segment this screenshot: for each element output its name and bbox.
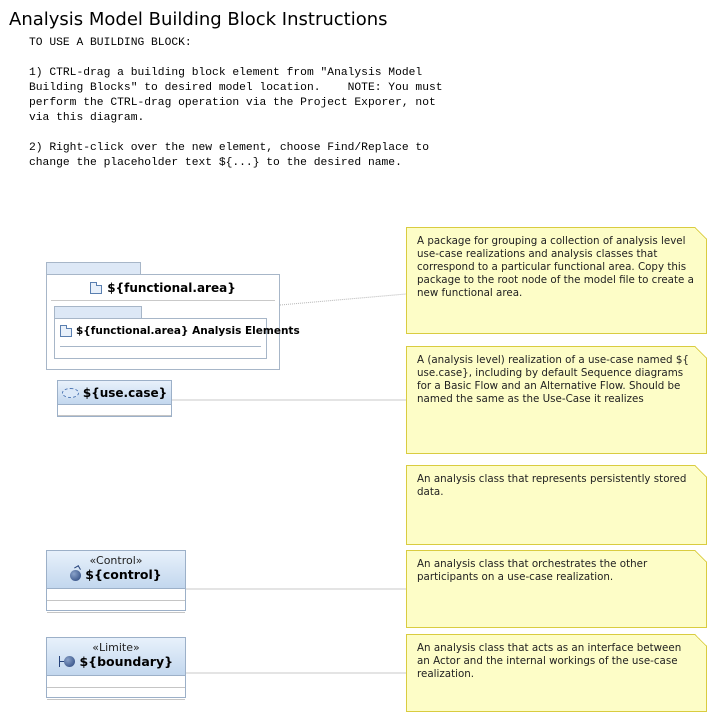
folder-icon — [90, 281, 103, 294]
boundary-note[interactable]: An analysis class that acts as an interf… — [406, 634, 707, 712]
package-name: ${functional.area} — [107, 281, 236, 295]
attributes-compartment — [47, 676, 185, 688]
control-stereotype: «Control» — [89, 554, 143, 567]
instructions-text: TO USE A BUILDING BLOCK: 1) CTRL-drag a … — [29, 37, 443, 169]
package-note[interactable]: A package for grouping a collection of a… — [406, 227, 707, 334]
nested-package-header: ${functional.area} Analysis Elements — [60, 324, 300, 337]
control-icon — [70, 570, 82, 581]
use-case-name: ${use.case} — [82, 385, 168, 400]
boundary-stereotype: «Limite» — [92, 641, 140, 654]
boundary-name-row: ${boundary} — [47, 654, 185, 669]
boundary-icon — [58, 656, 76, 667]
nested-package-name: ${functional.area} Analysis Elements — [76, 325, 300, 337]
control-note[interactable]: An analysis class that orchestrates the … — [406, 550, 707, 628]
connector-package-note — [279, 293, 407, 306]
control-name-row: ${control} — [47, 567, 185, 582]
nested-package-tab — [54, 306, 142, 319]
package-header: ${functional.area} — [47, 275, 279, 301]
boundary-class-name: ${boundary} — [79, 654, 174, 669]
attributes-compartment — [47, 589, 185, 601]
entity-note[interactable]: An analysis class that represents persis… — [406, 465, 707, 545]
control-class-name: ${control} — [85, 567, 162, 582]
analysis-elements-package[interactable]: ${functional.area} Analysis Elements — [54, 318, 300, 359]
operations-compartment — [47, 688, 185, 700]
use-case-note[interactable]: A (analysis level) realization of a use-… — [406, 346, 707, 454]
package-tab — [46, 262, 141, 275]
boundary-class-header: «Limite» ${boundary} — [47, 638, 185, 676]
operations-compartment — [47, 601, 185, 613]
use-case-compartment — [58, 405, 171, 416]
package-separator — [51, 300, 275, 301]
functional-area-package[interactable]: ${functional.area} ${functional.area} An… — [46, 274, 300, 370]
folder-icon — [60, 324, 72, 337]
boundary-class[interactable]: «Limite» ${boundary} — [46, 637, 186, 700]
use-case-realization[interactable]: ${use.case} — [57, 380, 172, 417]
control-class[interactable]: «Control» ${control} — [46, 550, 186, 613]
diagram-title: Analysis Model Building Block Instructio… — [9, 9, 388, 30]
nested-package-separator — [60, 346, 261, 347]
use-case-header: ${use.case} — [58, 381, 171, 405]
use-case-ellipse-icon — [61, 387, 79, 398]
control-class-header: «Control» ${control} — [47, 551, 185, 589]
